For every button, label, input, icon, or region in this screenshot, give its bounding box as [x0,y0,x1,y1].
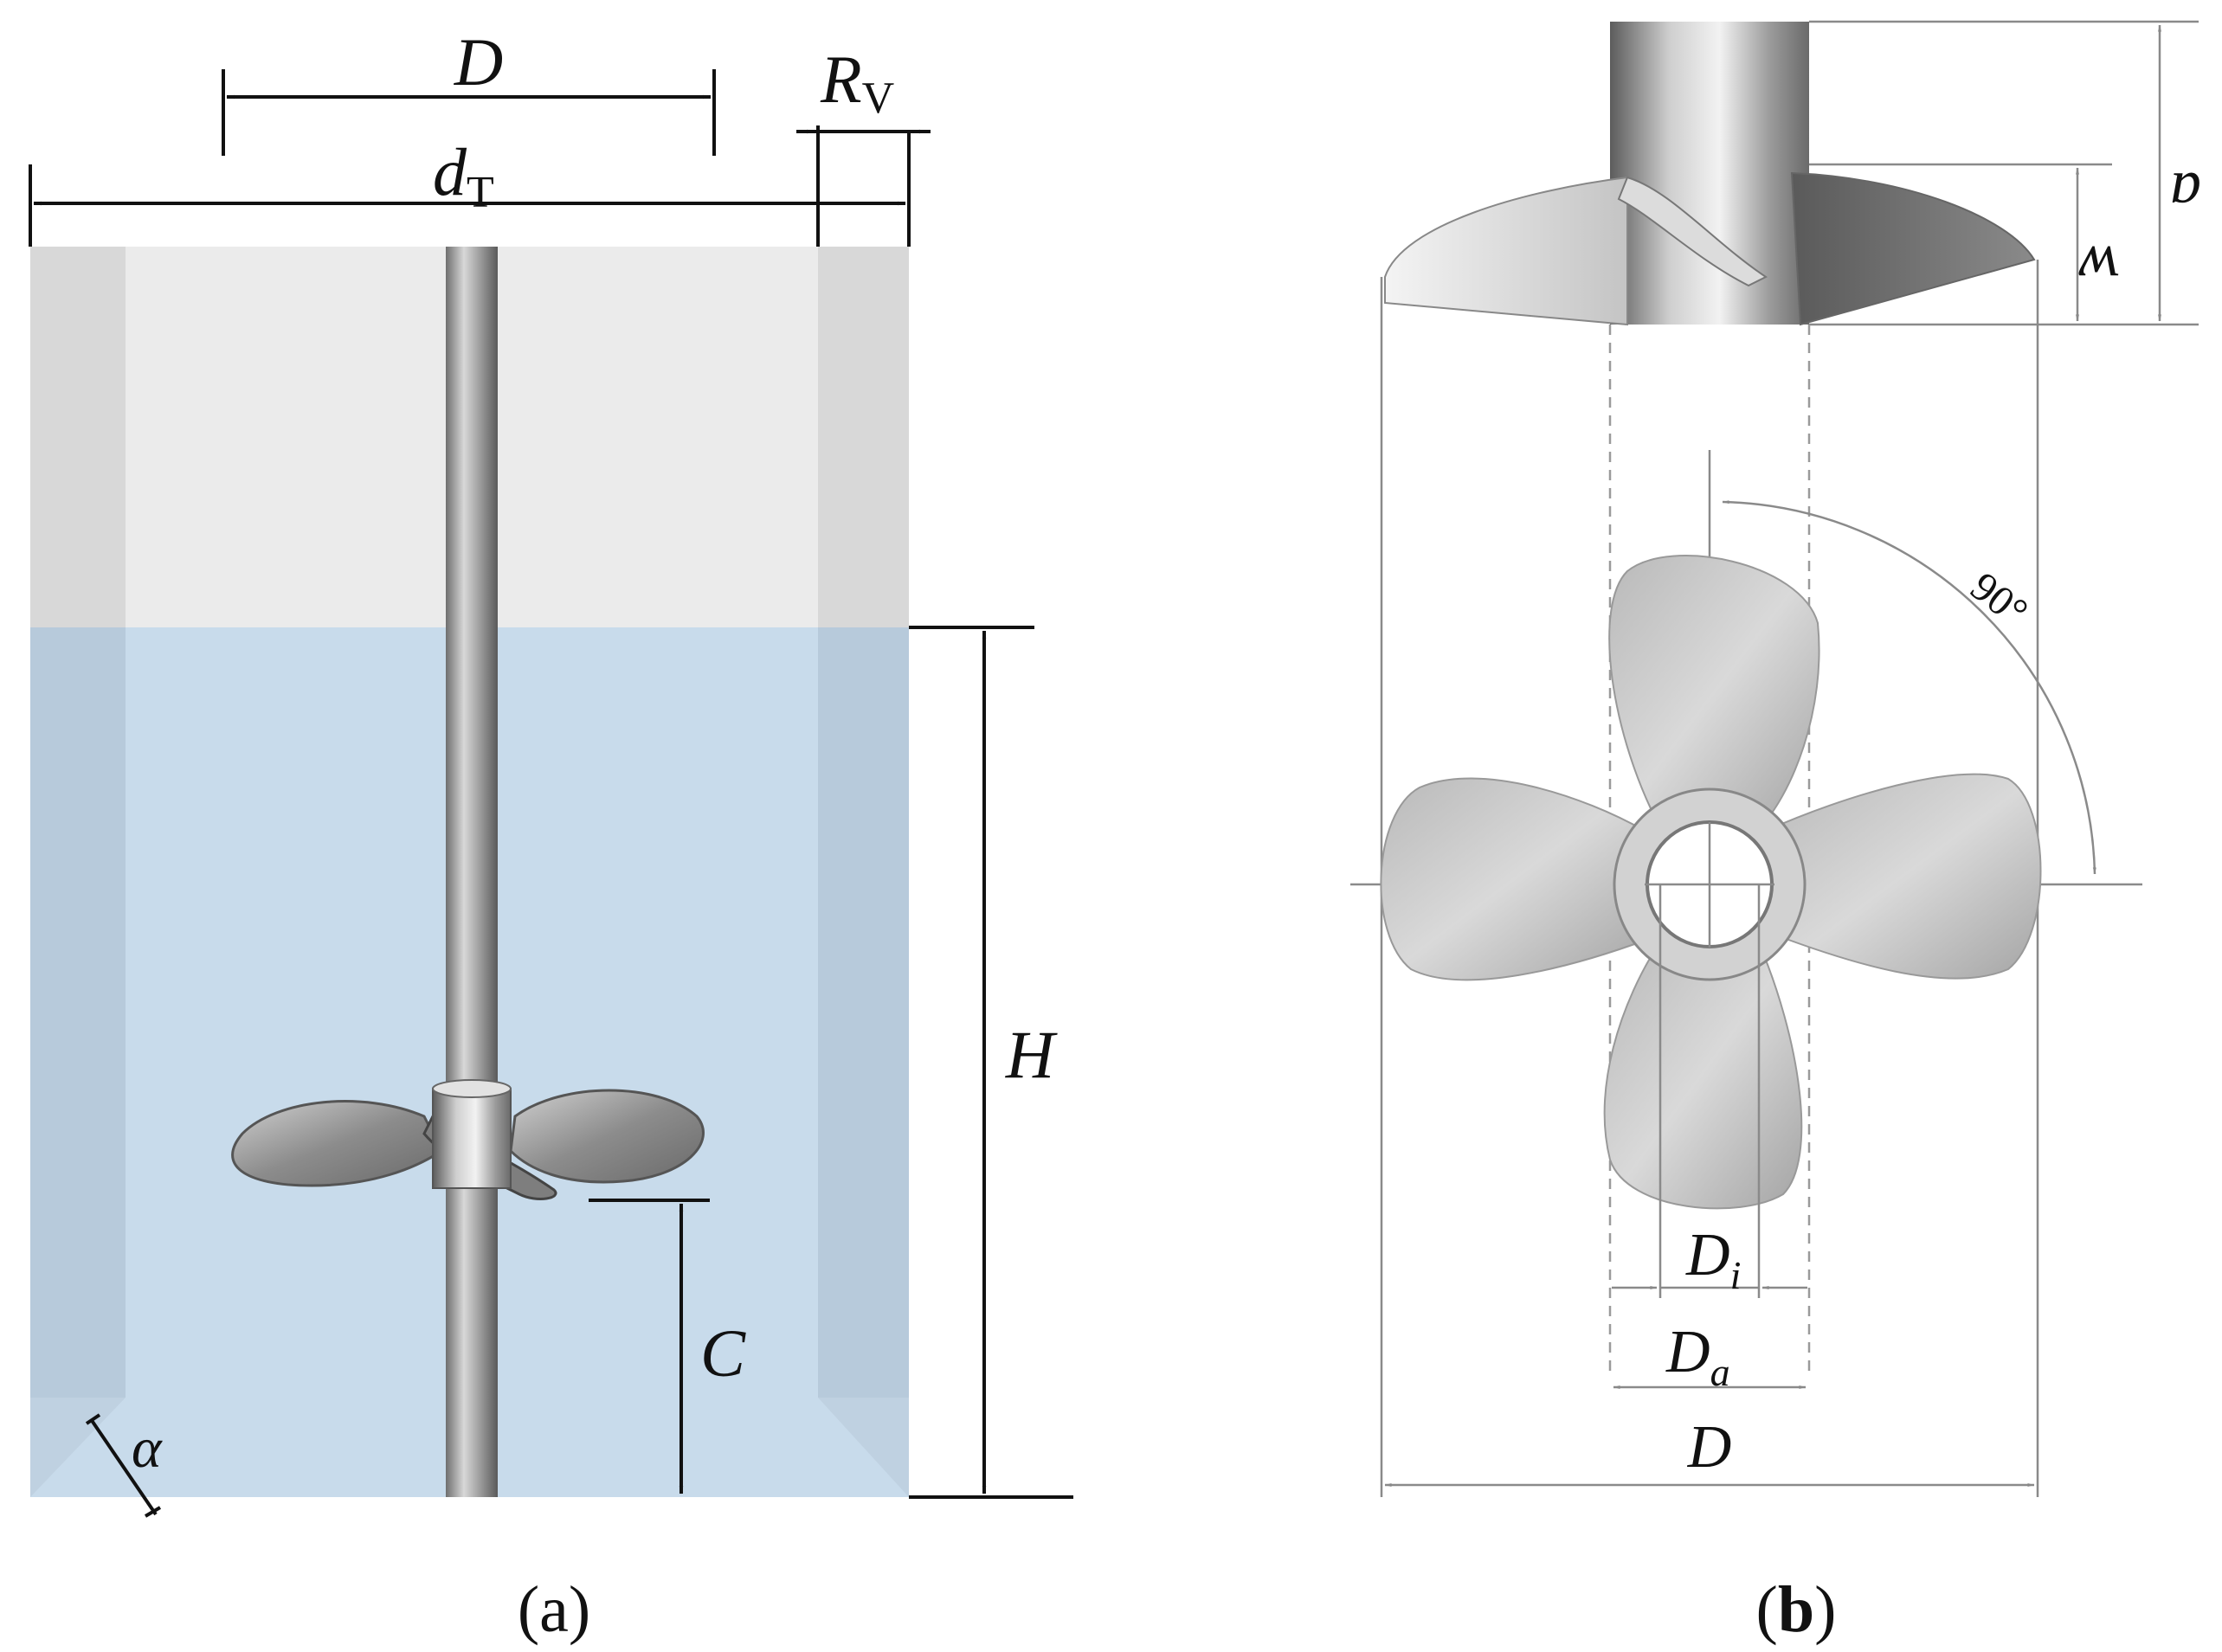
side-view-blade-right [1790,171,2036,326]
label-D-b: D [1687,1414,1732,1481]
side-view-blade-left [1384,176,1628,326]
impeller-hub [432,1088,512,1189]
petal-bottom [1603,938,1803,1210]
caption-b: (b) [1756,1573,1837,1646]
petal-right [1764,773,2042,980]
label-w: w [2078,233,2120,302]
label-H: H [1005,1017,1058,1092]
panel-a: D dT RV H C α (a) [29,24,1073,1646]
label-dT: dT [433,134,494,217]
label-a: a [2170,159,2201,228]
panel-b: a w 90° Di [1350,20,2201,1646]
left-baffle-upper [30,247,126,627]
impeller-blade-left [231,1100,443,1187]
label-Rv: RV [820,42,894,123]
petal-left [1380,777,1651,981]
label-D: D [454,24,503,100]
right-baffle-liquid [818,627,909,1398]
side-view-shaft [1610,22,1809,325]
impeller-hub-top [432,1079,512,1098]
label-C: C [700,1315,746,1391]
side-view-blade-twist [1617,176,1768,287]
left-baffle-liquid [30,627,126,1398]
impeller-shaft [446,247,498,1497]
dim-alpha-line [89,1417,158,1516]
dim-alpha-tick-bottom [144,1506,162,1518]
impeller-blade-right [509,1089,705,1184]
label-alpha: α [132,1417,163,1480]
impeller-3d [231,1079,705,1200]
right-baffle-upper [818,247,909,627]
angle-arc [1722,500,2096,875]
caption-a: (a) [518,1573,590,1646]
propeller-top-view [1350,450,2142,1210]
label-90deg: 90° [1962,563,2037,635]
dim-alpha-tick-top [85,1413,101,1425]
label-Da: Da [1665,1319,1730,1394]
label-Di: Di [1685,1222,1741,1297]
right-baffle-bevel [818,1398,909,1497]
left-baffle-bevel [30,1398,126,1497]
